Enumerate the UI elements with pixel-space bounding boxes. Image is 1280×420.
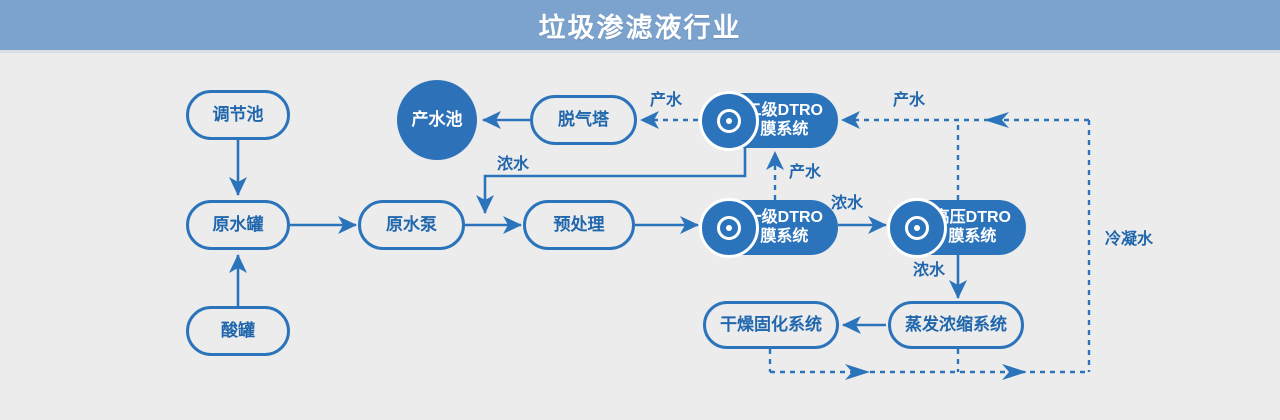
- edge-label-nongshui-hp-down: 浓水: [913, 262, 946, 279]
- node-zhengfanongsuo[interactable]: 蒸发浓缩系统: [888, 301, 1024, 349]
- arrowhead-condensate-1: [845, 364, 870, 380]
- node-label: 干燥固化系统: [720, 315, 822, 335]
- arrowhead-permeate-mid: [984, 112, 1009, 128]
- node-label: 原水泵: [386, 215, 437, 235]
- node-label: 二级DTRO 膜系统: [745, 102, 823, 138]
- edge-label-nongshui-dtro1-to-hp: 浓水: [831, 195, 864, 212]
- node-yuchuli[interactable]: 预处理: [523, 200, 635, 250]
- node-dtro1[interactable]: 一级DTRO 膜系统: [699, 197, 838, 258]
- node-label: 高压DTRO 膜系统: [933, 209, 1011, 245]
- node-chanshuichi[interactable]: 产水池: [397, 80, 477, 160]
- node-tuoqita[interactable]: 脱气塔: [530, 95, 637, 145]
- arrowhead-condensate-2: [1002, 364, 1027, 380]
- edge-label-chanshui-to-tuoqita: 产水: [650, 92, 683, 109]
- node-label: 酸罐: [221, 321, 255, 341]
- membrane-disc-icon: [699, 90, 759, 151]
- node-ganzaoguhua[interactable]: 干燥固化系统: [703, 301, 839, 349]
- node-label: 预处理: [553, 215, 605, 235]
- node-label: 一级DTRO 膜系统: [745, 209, 823, 245]
- flow-connectors: [229, 111, 1091, 380]
- edge-label-lengningshui: 冷凝水: [1105, 231, 1154, 248]
- node-yuanshuibeng[interactable]: 原水泵: [358, 200, 465, 250]
- node-label: 调节池: [212, 105, 264, 125]
- edge-label-chanshui-dtro1-to-dtro2: 产水: [789, 164, 822, 181]
- node-label: 脱气塔: [558, 110, 609, 130]
- edge-label-nongshui-recycle: 浓水: [497, 156, 530, 173]
- node-dtro-high-pressure[interactable]: 高压DTRO 膜系统: [887, 197, 1026, 258]
- membrane-disc-icon: [699, 197, 759, 258]
- membrane-disc-icon: [887, 197, 947, 258]
- condensate-flow-arrowheads: [845, 112, 1027, 380]
- node-label: 产水池: [411, 110, 463, 130]
- node-dtro2[interactable]: 二级DTRO 膜系统: [699, 90, 838, 151]
- flowchart-canvas: 调节池 原水罐 酸罐 原水泵 预处理 产水池 脱气塔 二级DTRO 膜系统: [0, 53, 1280, 420]
- node-suanguan[interactable]: 酸罐: [186, 306, 290, 356]
- node-tiaojiechi[interactable]: 调节池: [186, 90, 290, 140]
- edge-label-chanshui-right-return: 产水: [893, 92, 926, 109]
- page-title: 垃圾渗滤液行业: [538, 12, 742, 43]
- node-yuanshuiguan[interactable]: 原水罐: [186, 200, 290, 250]
- node-label: 原水罐: [212, 215, 264, 235]
- page-header: 垃圾渗滤液行业: [0, 0, 1280, 50]
- node-label: 蒸发浓缩系统: [905, 315, 1007, 335]
- edge-dtro2-concentrate-recycle: [476, 148, 747, 214]
- header-divider: [0, 50, 1280, 53]
